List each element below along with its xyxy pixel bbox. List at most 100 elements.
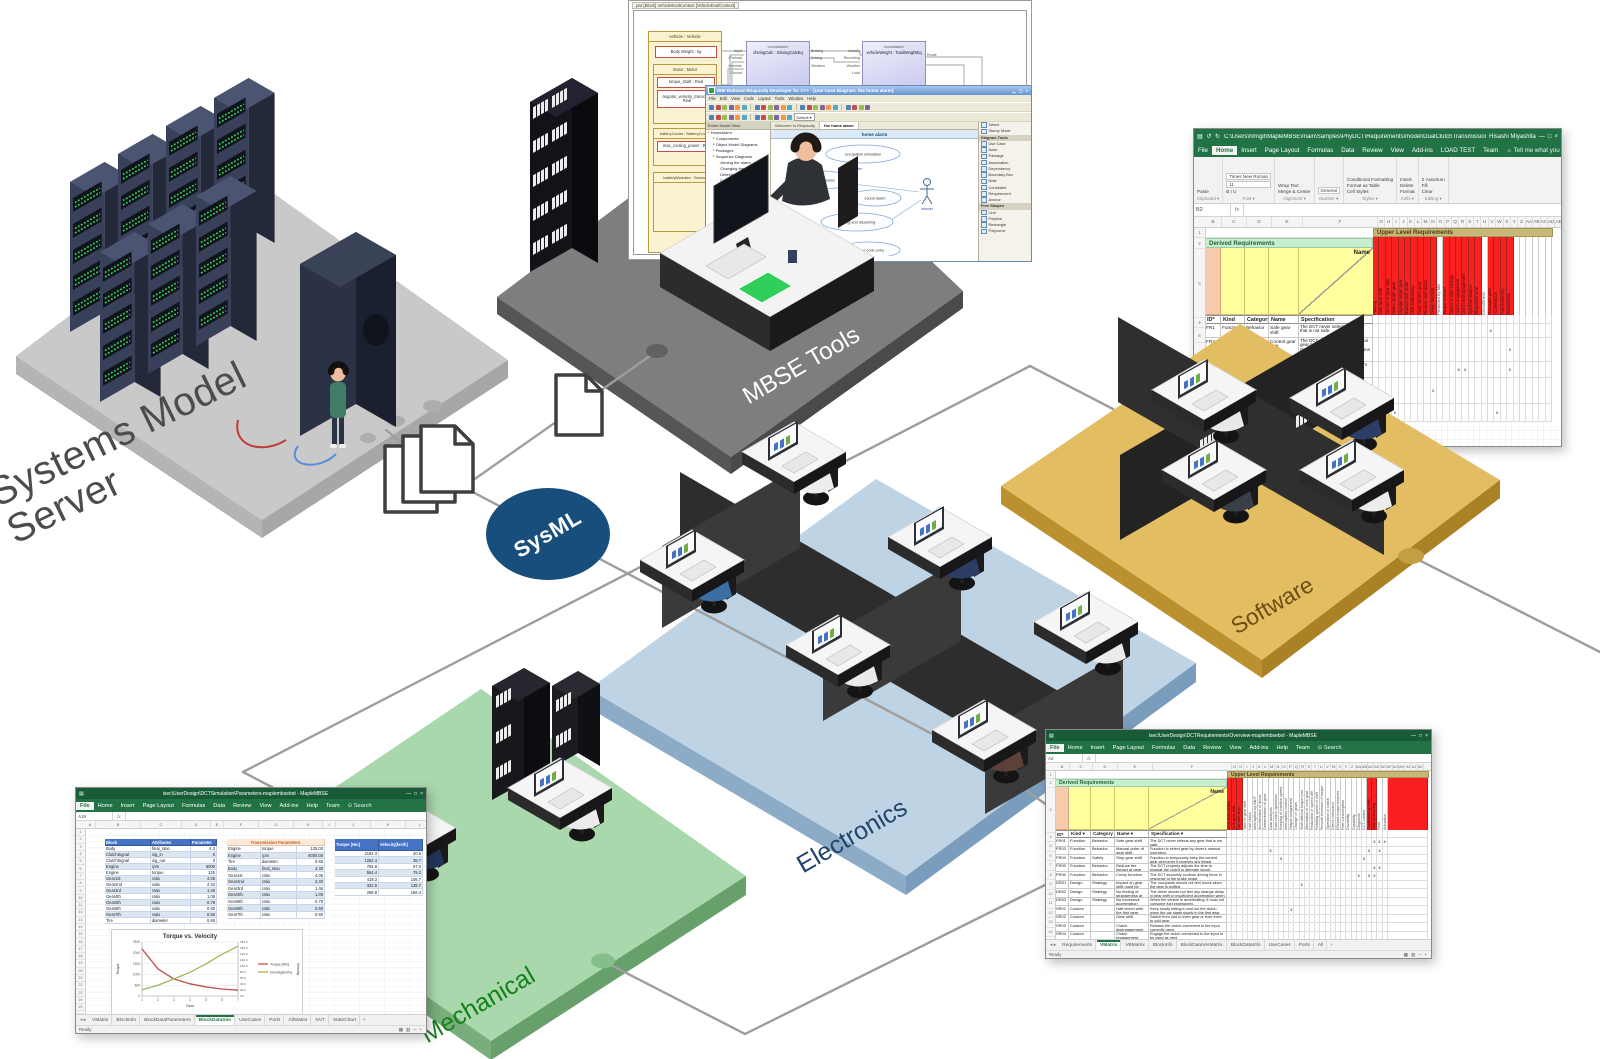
sheet-nav-buttons[interactable]: ◂ ▸ [80,1017,87,1023]
cell[interactable]: Gear1st [105,876,151,882]
view-controls[interactable]: ▦ ▥ ─ + [398,1026,423,1032]
matrix-cell[interactable] [1278,863,1285,872]
matrix-cell[interactable] [1252,838,1259,847]
matrix-cell[interactable] [1500,324,1508,338]
sheet-tab-ports[interactable]: Ports [266,1015,285,1025]
matrix-cell[interactable] [1351,906,1357,915]
matrix-cell[interactable] [1258,863,1264,872]
ribbon-command-format[interactable]: Format [1400,189,1415,194]
matrix-cell[interactable] [1387,889,1428,898]
matrix-cell[interactable] [1278,838,1285,847]
menu-tab-home[interactable]: Home [97,802,113,809]
matrix-cell[interactable] [1532,338,1540,362]
matrix-cell[interactable] [1232,838,1238,847]
cell[interactable]: ratio [261,898,297,906]
matrix-cell[interactable] [1315,914,1321,923]
matrix-cell[interactable] [1351,863,1357,872]
column-header-ad[interactable]: AD [1548,217,1556,227]
matrix-cell[interactable] [1346,846,1352,855]
matrix-cell[interactable] [1382,897,1388,906]
cell-name[interactable]: Clutch engagement [1115,931,1149,939]
menu-tab-page-layout[interactable]: Page Layout [142,802,174,809]
matrix-cell[interactable] [1278,897,1285,906]
matrix-cell[interactable] [1263,931,1269,939]
matrix-cell[interactable] [1273,846,1279,855]
cell[interactable]: 6000.00 [297,852,325,860]
sheet-tab-vbmatrix[interactable]: VBMatrix [1122,940,1149,950]
matrix-header-cell[interactable] [1237,830,1243,838]
column-header-m[interactable]: M [1270,763,1276,770]
canvas-tab-the-home-alarm[interactable]: the home alarm [820,122,859,129]
cell[interactable]: 20.5 [379,851,423,858]
matrix-cell[interactable] [1382,880,1388,889]
menu-tab-add-ins[interactable]: Add-ins [279,802,299,809]
matrix-cell[interactable] [1232,914,1238,923]
column-header-f[interactable]: F [1153,763,1232,770]
matrix-cell[interactable] [1263,906,1269,915]
matrix-cell[interactable] [1335,914,1342,923]
matrix-cell[interactable] [1320,872,1326,881]
matrix-header-cell[interactable] [1424,315,1431,324]
matrix-cell[interactable] [1507,324,1514,338]
matrix-cell[interactable] [1367,863,1373,872]
matrix-cell[interactable] [1242,889,1248,898]
matrix-cell[interactable] [1289,863,1295,872]
toolbar-icon[interactable] [722,104,727,110]
column-header-s[interactable]: S [1306,763,1313,770]
matrix-cell[interactable] [1341,923,1347,932]
cell[interactable]: 0.78 [297,898,325,906]
matrix-cell[interactable] [1330,914,1336,923]
cell[interactable]: diameter [261,859,297,866]
matrix-cell[interactable] [1519,324,1527,338]
matrix-cell[interactable] [1532,404,1540,422]
cell-category[interactable]: Strategy [1091,897,1115,906]
matrix-column-keeping-of-rotation-speed[interactable]: Keeping of rotation speed [1278,778,1285,830]
matrix-cell[interactable]: x [1299,880,1305,889]
toolbar-icon[interactable] [787,104,792,110]
matrix-cell[interactable] [1299,906,1305,915]
value-property[interactable]: angular_velocity_transom : Real [657,90,717,108]
matrix-cell[interactable] [1252,880,1259,889]
matrix-cell[interactable] [1258,923,1264,932]
column-header-q[interactable]: Q [1294,763,1301,770]
matrix-cell[interactable] [1424,338,1431,362]
matrix-cell[interactable] [1361,923,1368,932]
matrix-column-change-of-gears[interactable]: Change of gears [1294,778,1300,830]
tree-item-sequence-diagrams[interactable]: ▸Sequence Diagrams [713,154,753,159]
matrix-cell[interactable] [1320,897,1326,906]
matrix-cell[interactable] [1304,838,1310,847]
matrix-cell[interactable] [1320,846,1326,855]
matrix-cell[interactable] [1284,863,1290,872]
row-header[interactable]: 14 [1046,928,1055,937]
row-header[interactable]: 11 [76,902,85,910]
matrix-cell[interactable] [1481,404,1489,422]
toolbar-icon[interactable] [709,114,714,120]
cell-name[interactable]: Reduce the impact at gear shift [1115,863,1149,872]
matrix-cell[interactable] [1330,897,1336,906]
matrix-cell[interactable] [1310,880,1316,889]
matrix-cell[interactable] [1443,404,1450,422]
tool-polyline[interactable]: Polyline [979,216,1031,222]
tree-item-components[interactable]: ▸Components [713,136,739,141]
toolbar-icon[interactable] [780,104,786,110]
matrix-cell[interactable] [1325,931,1331,939]
matrix-cell[interactable] [1526,404,1533,422]
cell-specification[interactable]: Keep slowly letting in and out the clutc… [1149,906,1227,915]
matrix-cell[interactable] [1488,362,1495,378]
ribbon-command-clear[interactable]: Clear [1421,189,1433,194]
matrix-cell[interactable] [1387,872,1428,881]
matrix-cell[interactable] [1351,897,1357,906]
matrix-cell[interactable] [1227,897,1233,906]
matrix-header-cell[interactable] [1392,315,1399,324]
row-header[interactable]: 6 [1046,852,1055,861]
matrix-cell[interactable] [1310,846,1316,855]
matrix-cell[interactable]: x [1372,838,1378,847]
matrix-cell[interactable] [1284,889,1290,898]
cell-category[interactable]: Behavior [1091,846,1115,855]
matrix-cell[interactable] [1382,931,1388,939]
matrix-header-cell[interactable] [1488,315,1495,324]
toolbar-icon[interactable] [813,104,818,110]
row-header[interactable]: 12 [1046,909,1055,918]
matrix-cell[interactable] [1356,838,1362,847]
toolbar-icon[interactable] [715,104,721,110]
